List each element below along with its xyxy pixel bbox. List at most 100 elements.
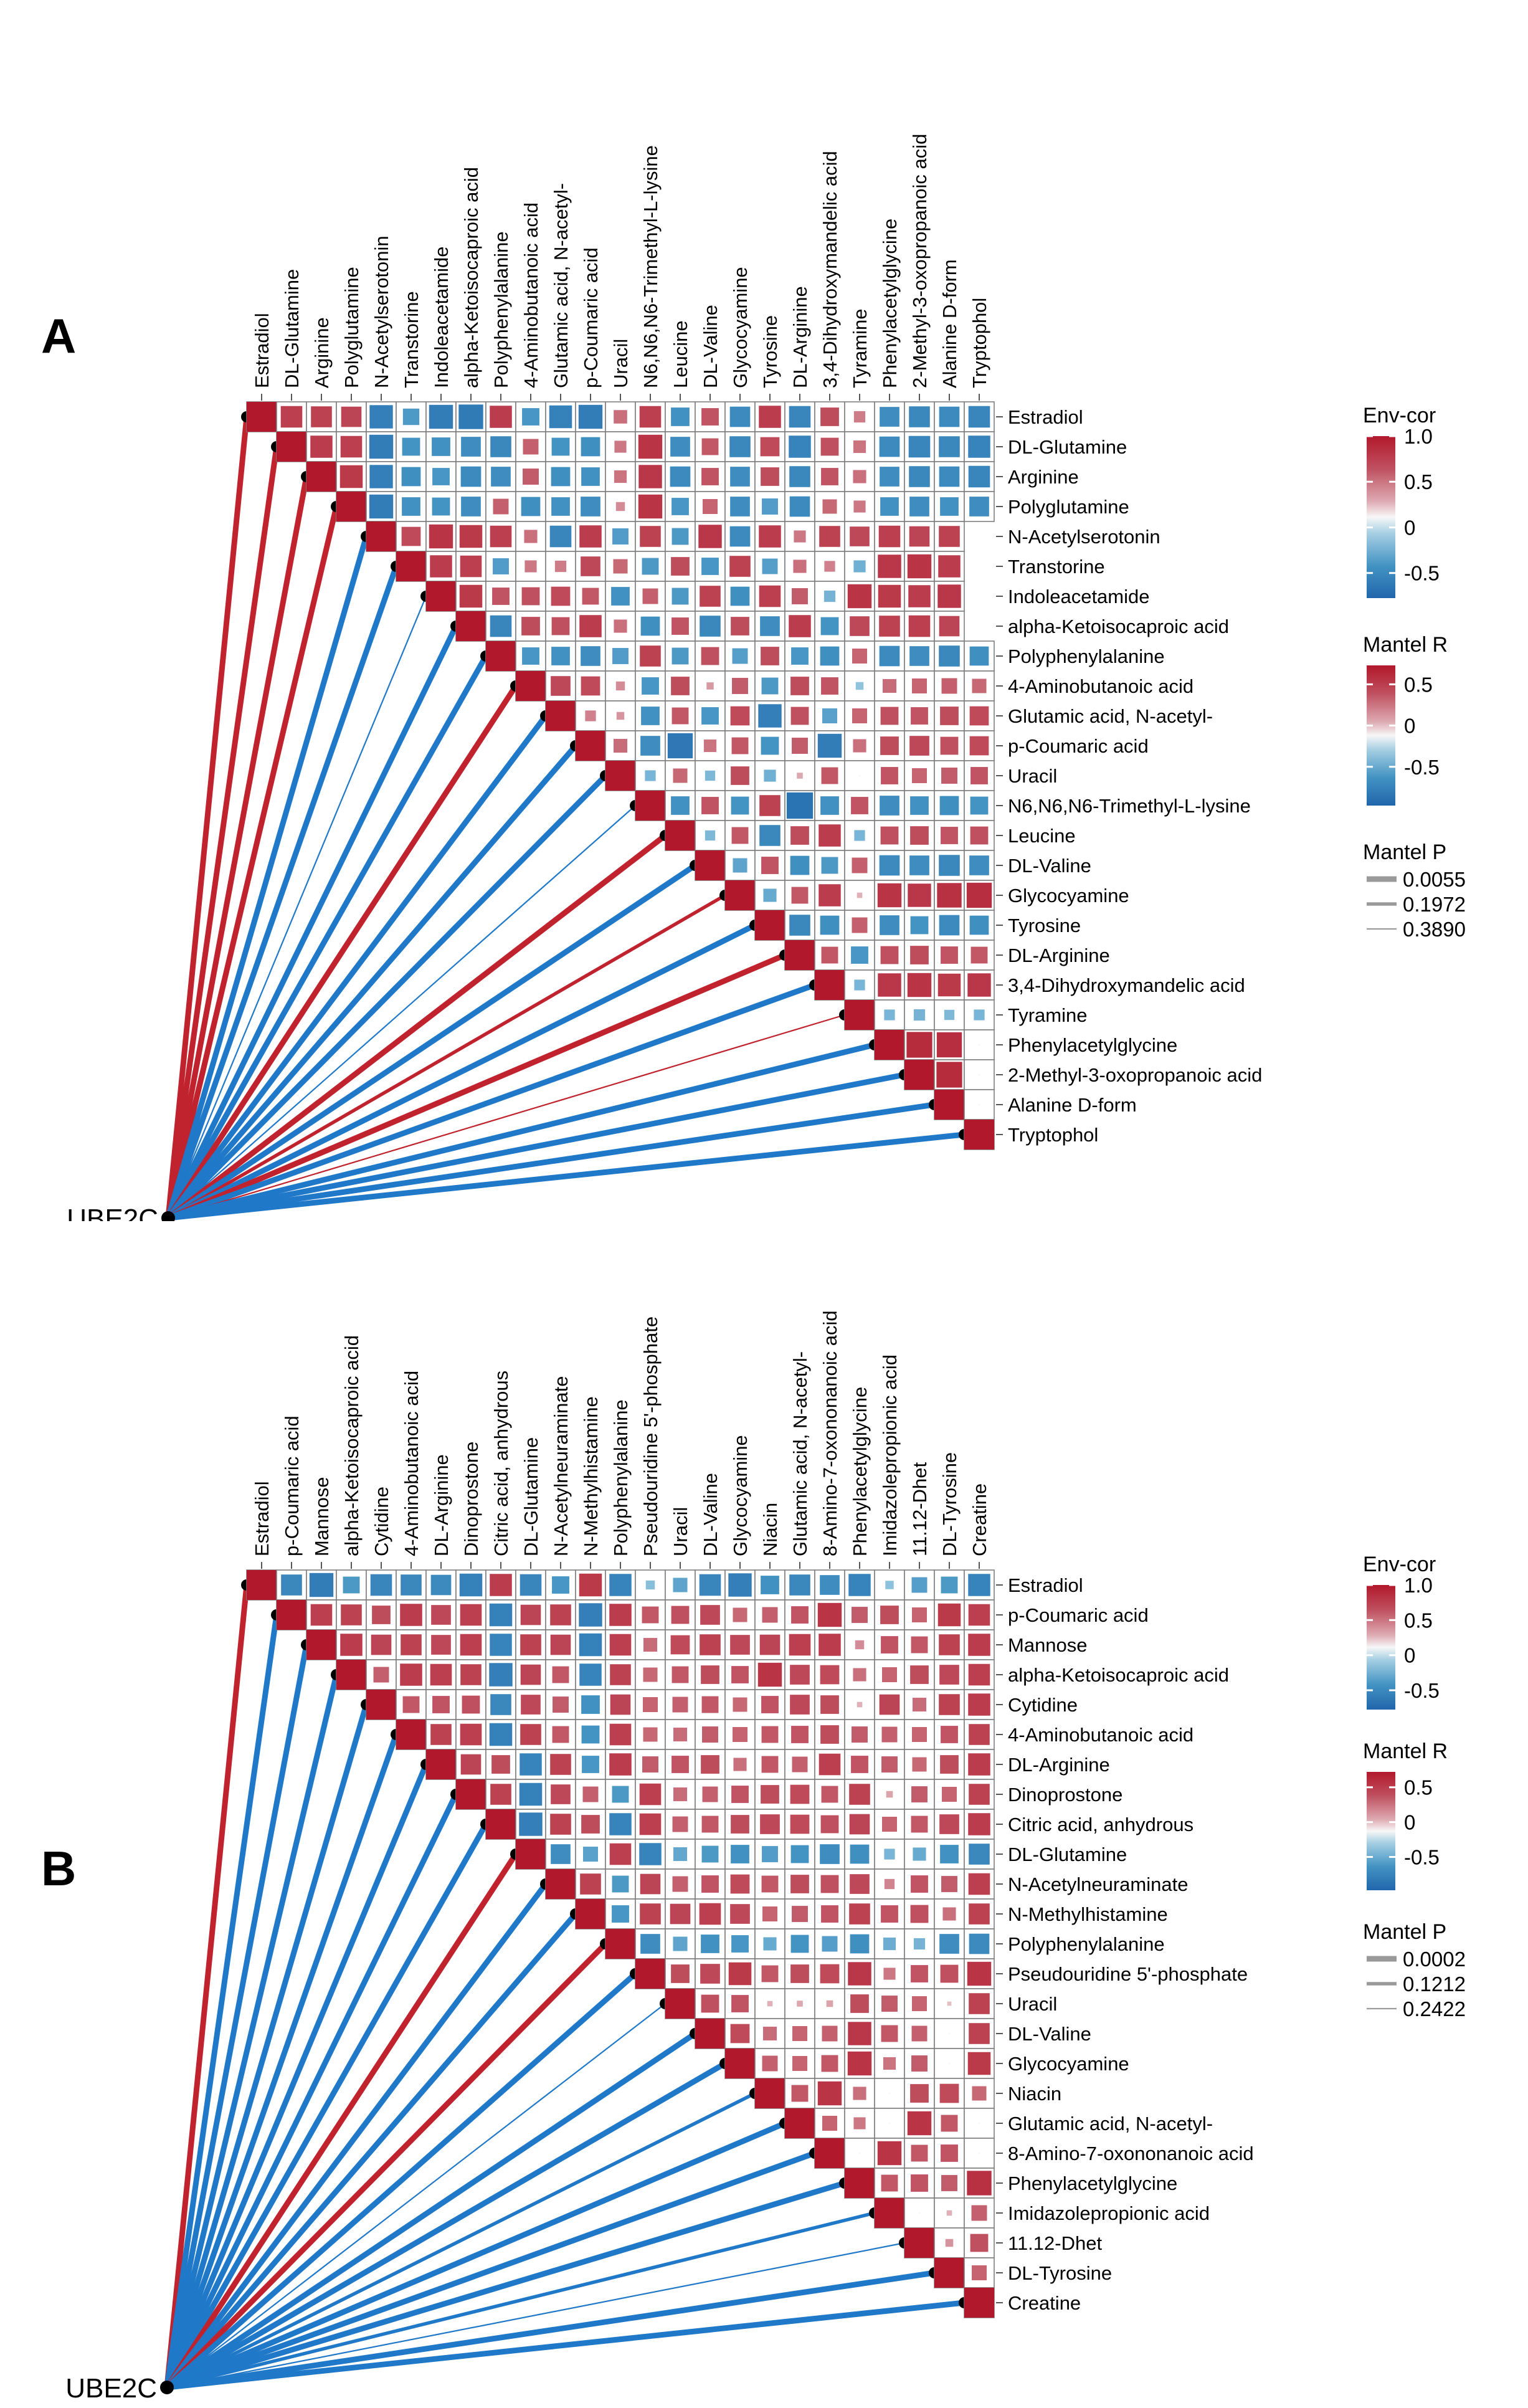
matrix-cell-square	[855, 1640, 865, 1650]
matrix-cell-square	[762, 498, 778, 515]
matrix-cell-square	[551, 676, 571, 696]
matrix-cell-square	[790, 1814, 810, 1834]
matrix-cell-square	[760, 437, 780, 457]
column-label: Niacin	[759, 1503, 781, 1556]
matrix-cell-square	[817, 2081, 842, 2106]
matrix-cell-square	[910, 1905, 929, 1923]
matrix-cell-square	[665, 821, 695, 850]
matrix-cell-square	[551, 647, 570, 665]
row-label: Phenylacetylglycine	[1008, 1034, 1177, 1056]
mantel-r-tick-label: -0.5	[1404, 756, 1440, 779]
matrix-cell-square	[909, 646, 929, 666]
matrix-cell-square	[581, 497, 600, 516]
matrix-cell-square	[277, 432, 306, 462]
matrix-cell-square	[845, 1000, 875, 1030]
matrix-cell-square	[671, 528, 689, 545]
mantel-link-line	[165, 474, 310, 1221]
matrix-cell-square	[822, 708, 837, 723]
matrix-cell-square	[614, 619, 627, 633]
matrix-cell-square	[645, 1580, 655, 1590]
matrix-cell-square	[790, 1665, 810, 1685]
matrix-cell-outline	[874, 1659, 905, 1690]
matrix-cell-square	[700, 1964, 720, 1984]
matrix-cell-square	[791, 647, 809, 665]
matrix-cell-square	[673, 1578, 688, 1592]
matrix-cell-square	[615, 502, 625, 512]
matrix-cell-square	[671, 1964, 690, 1983]
mantel-link-line	[164, 2120, 788, 2391]
matrix-cell-square	[369, 494, 394, 519]
matrix-cell-square	[670, 437, 690, 457]
matrix-cell-square	[701, 1665, 719, 1684]
matrix-cell-square	[731, 1815, 749, 1834]
matrix-cell-square	[673, 1727, 688, 1742]
matrix-cell-square	[701, 1875, 719, 1893]
matrix-cell-square	[941, 946, 958, 964]
matrix-cell-square	[968, 1693, 990, 1716]
matrix-cell-square	[978, 1073, 980, 1076]
matrix-cell-square	[763, 888, 777, 902]
column-label: 4-Aminobutanoic acid	[401, 1371, 422, 1556]
matrix-cell-square	[852, 857, 868, 873]
row-label: Pseudouridine 5'-phosphate	[1008, 1963, 1248, 1985]
matrix-cell-square	[701, 797, 719, 814]
matrix-cell-square	[880, 915, 899, 935]
matrix-cell-square	[817, 1602, 842, 1627]
matrix-cell-square	[909, 736, 929, 756]
matrix-cell-square	[791, 1606, 809, 1624]
matrix-cell-square	[761, 1756, 779, 1773]
matrix-cell-square	[582, 588, 599, 605]
matrix-cell-square	[401, 467, 421, 487]
column-label: Glycocyamine	[729, 267, 751, 388]
row-label: DL-Arginine	[1008, 945, 1110, 966]
matrix-cell-square	[639, 1783, 662, 1806]
matrix-cell-square	[610, 1694, 631, 1715]
matrix-cell-square	[907, 554, 932, 579]
mantel-link-line	[164, 2270, 937, 2391]
matrix-cell-square	[671, 1606, 690, 1624]
matrix-cell-square	[731, 1935, 749, 1953]
matrix-cell-square	[883, 1937, 896, 1951]
matrix-cell-square	[579, 1603, 602, 1627]
matrix-cell-outline	[904, 940, 935, 971]
matrix-cell-square	[524, 560, 537, 573]
mantel-link-line	[165, 683, 519, 1221]
matrix-cell-square	[639, 1843, 662, 1865]
row-label: Cytidine	[1008, 1694, 1078, 1716]
matrix-cell-square	[968, 1813, 990, 1835]
matrix-cell-square	[635, 1959, 665, 1989]
matrix-cell-square	[972, 2265, 987, 2280]
row-label: alpha-Ketoisocaproic acid	[1008, 1664, 1229, 1686]
matrix-cell-square	[731, 766, 749, 785]
matrix-cell-square	[850, 1994, 869, 2013]
matrix-cell-square	[581, 1725, 600, 1744]
matrix-cell-square	[879, 616, 900, 637]
matrix-cell-square	[341, 406, 362, 427]
matrix-cell-square	[910, 1665, 929, 1684]
mantel-link-line	[164, 1971, 638, 2391]
matrix-cell-square	[820, 1665, 840, 1685]
matrix-cell-square	[611, 587, 630, 606]
mantel-r-tick-label: 0	[1404, 1811, 1415, 1834]
matrix-cell-square	[580, 1873, 601, 1895]
column-label: Phenylacetylglycine	[879, 219, 901, 388]
mantel-link-line	[164, 2300, 967, 2391]
matrix-cell-square	[638, 434, 663, 459]
matrix-cell-square	[705, 770, 716, 781]
legend-title-mantel-p: Mantel P	[1363, 1920, 1446, 1944]
matrix-cell-square	[785, 2108, 815, 2138]
row-label: 2-Methyl-3-oxopropanoic acid	[1008, 1064, 1262, 1086]
matrix-cell-square	[609, 1843, 632, 1865]
env-cor-tick-label: -0.5	[1404, 562, 1440, 585]
matrix-cell-square	[853, 560, 866, 573]
matrix-cell-square	[701, 408, 719, 426]
matrix-cell-square	[792, 1906, 808, 1922]
matrix-cell-square	[852, 708, 867, 723]
matrix-cell-square	[521, 1695, 541, 1715]
matrix-cell-square	[969, 1933, 990, 1954]
column-label: 8-Amino-7-oxononanoic acid	[819, 1310, 841, 1556]
matrix-cell-square	[912, 1727, 927, 1742]
matrix-cell-square	[614, 440, 627, 453]
matrix-cell-square	[790, 707, 809, 725]
